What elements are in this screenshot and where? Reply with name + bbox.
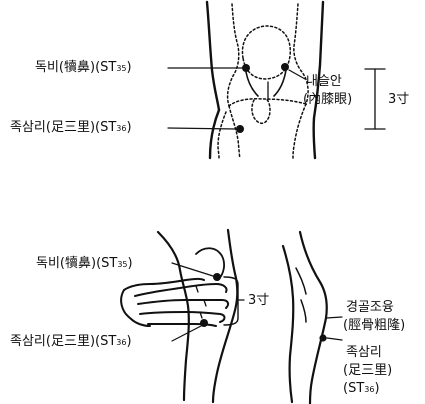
label-joksamni-right-1: 족삼리 [346,345,382,360]
measure-3cun-bottom: 3寸 [248,293,269,308]
label-joksamni-bottom: 족삼리(足三里)(ST36) [10,334,132,350]
label-tibial-tuberosity: 경골조융 [346,300,394,315]
acupoint-dot [236,125,244,133]
label-naeseulan-hanja: (內膝眼) [303,92,352,107]
leg-side-diagram [283,232,342,404]
measure-3cun-top: 3寸 [388,92,409,107]
acupoint-dot [242,64,250,72]
label-joksamni-right-2: (足三里) [343,363,392,378]
label-dokbi-bottom: 독비(犢鼻)(ST35) [36,256,133,272]
acupoint-dot [319,334,326,341]
hand-measuring-diagram [121,230,244,402]
knee-front-diagram [168,2,385,158]
label-naeseulan: 내슬안 [306,74,342,89]
acupoint-dot [213,273,221,281]
label-dokbi-top: 독비(犢鼻)(ST35) [35,60,132,76]
label-tibial-tuberosity-hanja: (脛骨粗隆) [343,318,405,333]
label-joksamni-top: 족삼리(足三里)(ST36) [10,120,132,136]
acupoint-dot [281,63,289,71]
label-joksamni-right-3: (ST36) [343,381,380,397]
